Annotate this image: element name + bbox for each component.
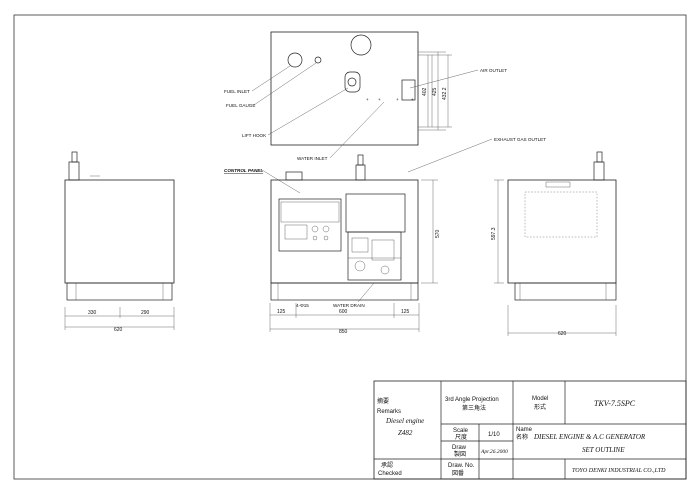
name-value-2: SET OUTLINE	[582, 446, 625, 454]
dim-front-600: 600	[339, 309, 348, 315]
label-control-panel: CONTROL PANEL	[224, 168, 263, 173]
dim-front-570: 570	[435, 229, 441, 238]
dim-left-290: 290	[141, 310, 150, 316]
drawno-en: Draw. No.	[448, 463, 475, 469]
model-en: Model	[532, 396, 548, 402]
svg-text:+: +	[411, 97, 414, 102]
dim-front-125a: 125	[277, 309, 286, 315]
dim-top-425: 425	[432, 87, 438, 96]
sheet-border	[13, 14, 687, 480]
front-view	[269, 154, 438, 332]
scale-en: Scale	[453, 428, 469, 434]
label-fuel-gauge: FUEL GAUGE	[226, 103, 255, 108]
label-water-inlet: WATER INLET	[297, 156, 328, 161]
dim-right-597: 597.3	[491, 227, 497, 240]
label-exhaust-gas-outlet: EXHAUST GAS OUTLET	[494, 137, 546, 142]
drawno-jp: 図番	[452, 470, 464, 477]
title-block	[373, 380, 687, 480]
label-holes: 4-Φ15	[296, 303, 309, 308]
dim-top-432: 432.2	[442, 87, 448, 100]
model-jp: 形式	[534, 403, 546, 411]
name-jp: 名称	[516, 433, 528, 441]
company-name: TOYO DENKI INDUSTRIAL CO.,LTD	[572, 468, 666, 474]
svg-text:+: +	[366, 97, 369, 102]
dim-left-330: 330	[88, 310, 97, 316]
name-value-1: DIESEL ENGINE & A.C GENERATOR	[533, 433, 646, 441]
name-en: Name	[516, 427, 533, 433]
draw-en: Draw	[452, 445, 467, 451]
checked-en: Checked	[378, 471, 402, 477]
dim-front-850: 850	[339, 329, 348, 335]
projection-jp: 第三角法	[462, 404, 486, 412]
dim-front-125b: 125	[401, 309, 410, 315]
projection-en: 3rd Angle Projection	[445, 397, 499, 403]
label-fuel-inlet: FUEL INLET	[224, 89, 250, 94]
label-water-drain: WATER DRAIN	[333, 303, 365, 308]
remarks-en: Remarks	[377, 409, 401, 415]
dim-left-620: 620	[114, 327, 123, 333]
label-air-outlet: AIR OUTLET	[480, 68, 507, 73]
top-view: + + + +	[270, 31, 452, 146]
scale-jp: 尺度	[455, 433, 467, 441]
dim-top-402: 402	[422, 87, 428, 96]
checked-jp: 承認	[381, 461, 393, 469]
scale-value: 1/10	[488, 432, 500, 438]
draw-date: Apr.26.2000	[480, 449, 508, 455]
engine-label: Diesel engine	[385, 417, 424, 425]
draw-jp: 製図	[454, 450, 466, 458]
dim-right-620: 620	[558, 331, 567, 337]
vent-grille	[524, 191, 598, 238]
left-side-view	[64, 151, 175, 330]
engine-model: Z482	[398, 429, 413, 437]
svg-text:+: +	[378, 97, 381, 102]
label-lift-hook: LIFT HOOK	[242, 133, 267, 138]
model-value: TKV-7.5SPC	[594, 399, 636, 408]
svg-text:+: +	[396, 97, 399, 102]
right-side-view	[494, 151, 617, 336]
remarks-jp: 摘要	[377, 397, 389, 405]
